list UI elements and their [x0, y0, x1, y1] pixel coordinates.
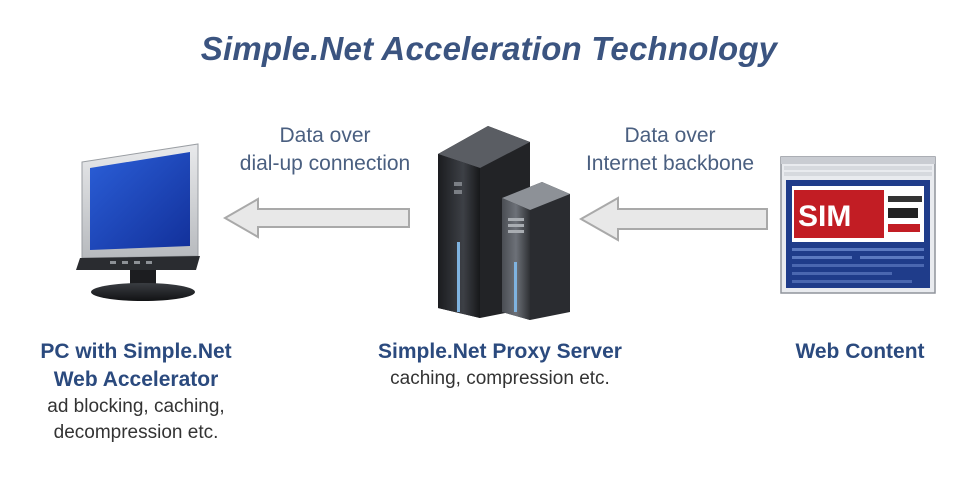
caption-web-title: Web Content: [795, 340, 925, 363]
flow-label-backbone: Data over Internet backbone: [555, 122, 785, 178]
flow-label-dialup-line2: dial-up connection: [239, 152, 411, 175]
arrow-right-to-proxy-icon: [578, 196, 768, 242]
caption-web: Web Content: [760, 338, 960, 366]
caption-pc: PC with Simple.Net Web Accelerator ad bl…: [0, 338, 272, 446]
svg-text:SIM: SIM: [798, 200, 851, 233]
flow-label-dialup-line1: Data over: [279, 124, 371, 147]
flow-label-backbone-line2: Internet backbone: [585, 152, 755, 175]
caption-proxy-sub: caching, compression etc.: [390, 368, 610, 389]
caption-pc-title-1: PC with Simple.Net: [40, 340, 232, 363]
diagram-title: Simple.Net Acceleration Technology: [200, 30, 778, 67]
caption-proxy-title: Simple.Net Proxy Server: [378, 340, 622, 363]
caption-pc-sub-1: ad blocking, caching,: [47, 396, 225, 417]
caption-pc-title-2: Web Accelerator: [53, 368, 219, 391]
flow-label-backbone-line1: Data over: [624, 124, 716, 147]
caption-proxy: Simple.Net Proxy Server caching, compres…: [340, 338, 660, 392]
web-page-icon: SIM: [780, 156, 936, 294]
arrow-left-icon: [222, 197, 410, 239]
server-tower-icon: [438, 126, 570, 320]
caption-pc-sub-2: decompression etc.: [53, 422, 219, 443]
flow-label-dialup: Data over dial-up connection: [215, 122, 435, 178]
computer-monitor-icon: [76, 143, 200, 301]
